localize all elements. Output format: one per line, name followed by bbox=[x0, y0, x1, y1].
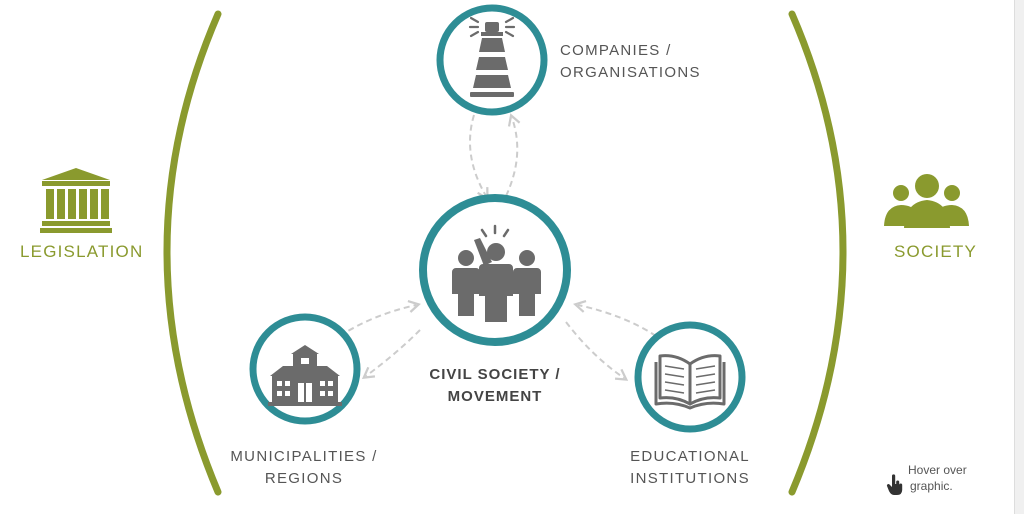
page-scroll-edge bbox=[1014, 0, 1024, 514]
arrow-right-down bbox=[565, 321, 629, 381]
node-companies[interactable] bbox=[436, 4, 548, 116]
label-civil-line2: MOVEMENT bbox=[447, 388, 543, 405]
left-bracket bbox=[163, 10, 222, 496]
label-civil-line1: CIVIL SOCIETY / bbox=[429, 366, 561, 383]
pointer-hand-icon bbox=[886, 474, 903, 495]
node-civil-society[interactable] bbox=[419, 194, 571, 346]
connector-arrows bbox=[339, 113, 657, 381]
hint-line2: graphic. bbox=[910, 479, 953, 493]
open-book-icon bbox=[654, 354, 726, 410]
label-educational-line1: EDUCATIONAL bbox=[630, 448, 750, 465]
label-legislation: LEGISLATION bbox=[20, 242, 144, 261]
arrow-left-down bbox=[361, 329, 421, 379]
hint-text: Hover over graphic. bbox=[908, 462, 967, 494]
hint-line1: Hover over bbox=[908, 463, 967, 477]
lighthouse-icon bbox=[468, 16, 516, 97]
node-municipalities[interactable] bbox=[249, 313, 361, 425]
label-companies: COMPANIES / ORGANISATIONS bbox=[560, 40, 701, 84]
node-educational[interactable] bbox=[634, 321, 746, 433]
people-raising-hand-icon bbox=[452, 224, 541, 322]
hover-hint: Hover over graphic. bbox=[886, 462, 967, 496]
right-bracket bbox=[788, 10, 847, 496]
label-educational-line2: INSTITUTIONS bbox=[630, 470, 750, 487]
group-icon[interactable] bbox=[884, 174, 969, 228]
label-companies-line2: ORGANISATIONS bbox=[560, 64, 701, 81]
arrow-top-down bbox=[469, 114, 489, 201]
label-companies-line1: COMPANIES / bbox=[560, 42, 672, 59]
arrow-right-up bbox=[573, 299, 657, 337]
label-civil-society: CIVIL SOCIETY / MOVEMENT bbox=[428, 364, 562, 408]
label-municipalities-line1: MUNICIPALITIES / bbox=[230, 448, 378, 465]
town-hall-icon bbox=[268, 345, 342, 406]
label-municipalities: MUNICIPALITIES / REGIONS bbox=[222, 446, 386, 490]
arrow-left-up bbox=[339, 300, 421, 337]
label-municipalities-line2: REGIONS bbox=[264, 470, 344, 487]
arrow-top-up bbox=[505, 113, 521, 197]
label-educational: EDUCATIONAL INSTITUTIONS bbox=[618, 446, 762, 490]
courthouse-icon[interactable] bbox=[40, 168, 112, 233]
label-society: SOCIETY bbox=[894, 242, 978, 261]
